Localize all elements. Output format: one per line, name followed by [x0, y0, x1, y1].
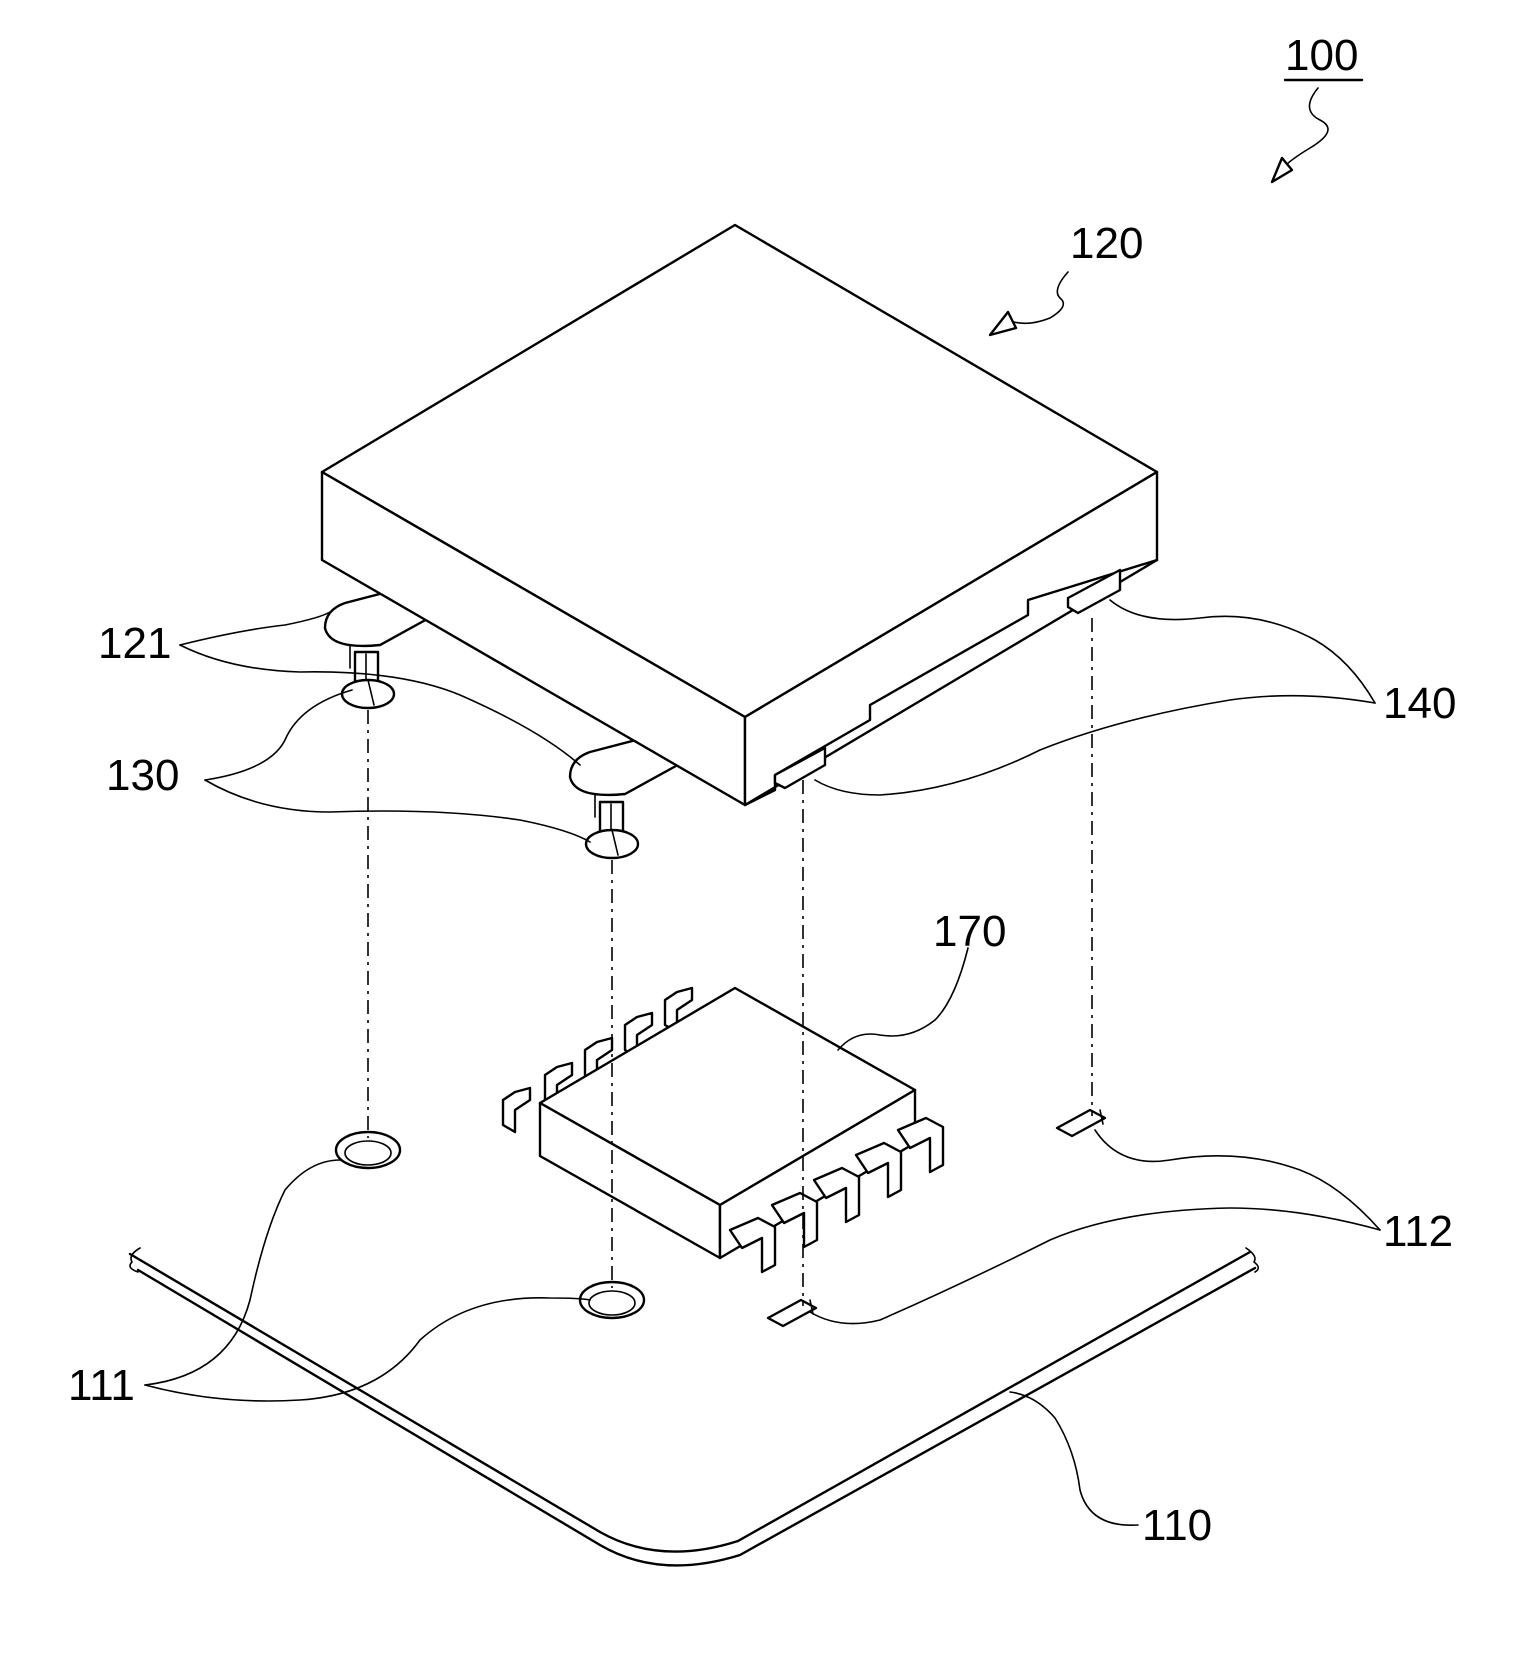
circuit-board-110 — [130, 1248, 1258, 1565]
label-121: 121 — [98, 619, 171, 668]
label-111: 111 — [68, 1361, 135, 1410]
module-top-face — [322, 225, 1157, 717]
snap-pin-130-right — [586, 802, 638, 858]
label-170: 170 — [933, 907, 1006, 956]
slot-112-front — [768, 1300, 816, 1326]
slot-112-right — [1057, 1110, 1105, 1136]
ic-chip-170 — [503, 988, 943, 1272]
label-130: 130 — [106, 751, 179, 800]
label-100: 100 — [1285, 31, 1358, 80]
label-140: 140 — [1383, 679, 1456, 728]
label-120: 120 — [1070, 219, 1143, 268]
module-120 — [322, 225, 1157, 858]
label-112: 112 — [1383, 1207, 1453, 1256]
label-110: 110 — [1142, 1501, 1212, 1550]
